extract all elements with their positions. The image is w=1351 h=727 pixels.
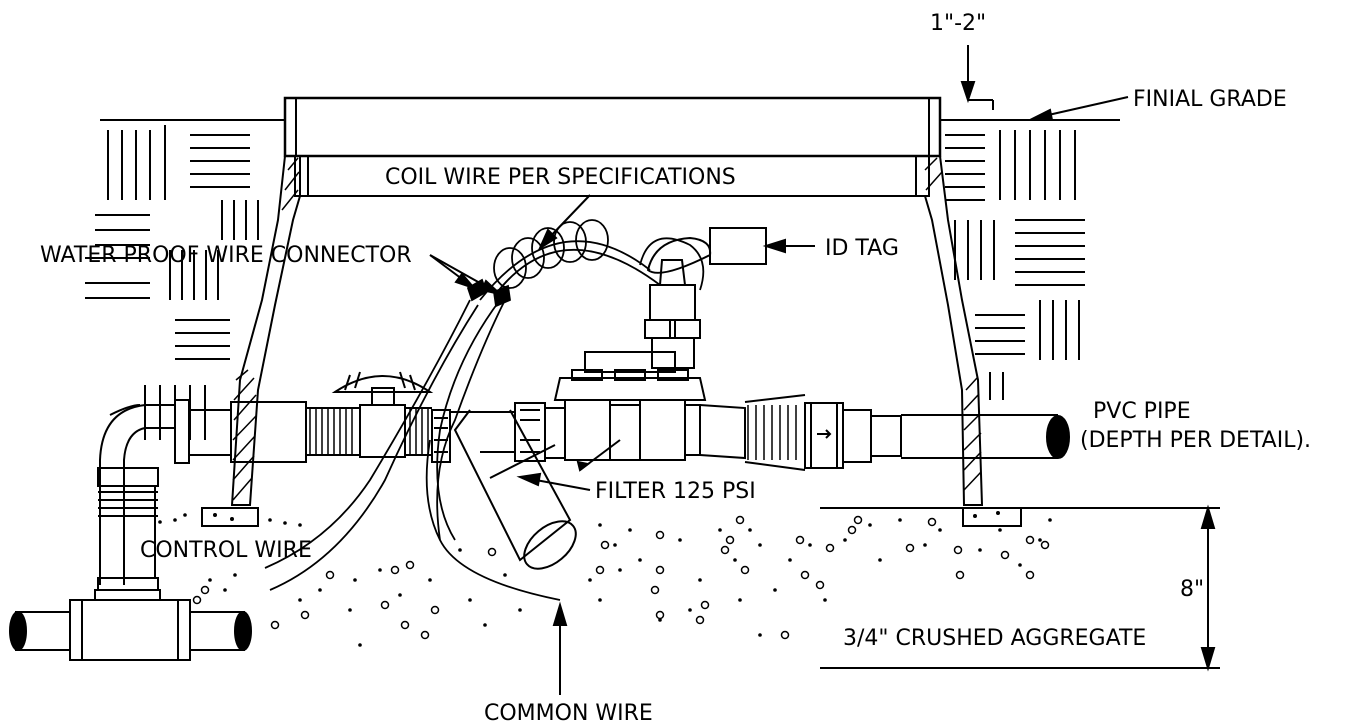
supply-manifold xyxy=(9,371,451,661)
label-pvc-pipe: PVC PIPE xyxy=(1093,399,1191,424)
aggregate-dimension xyxy=(820,504,1220,672)
grade-dimension xyxy=(960,45,994,110)
wall-hatch xyxy=(232,157,982,501)
label-common-wire: COMMON WIRE xyxy=(484,701,653,726)
support-bricks xyxy=(201,507,1022,527)
label-dimension: 1"-2" xyxy=(930,11,986,36)
id-tag xyxy=(646,227,767,274)
pvc-pipe xyxy=(901,414,1070,459)
label-filter: FILTER 125 PSI xyxy=(595,479,756,504)
label-aggregate: 3/4" CRUSHED AGGREGATE xyxy=(843,626,1146,651)
label-finish-grade: FINIAL GRADE xyxy=(1133,87,1287,112)
label-depth: 8" xyxy=(1180,577,1204,602)
label-coil-wire: COIL WIRE PER SPECIFICATIONS xyxy=(385,165,736,190)
soil-hatch-right xyxy=(940,119,1120,400)
soil-hatch-left xyxy=(85,119,285,440)
control-valve xyxy=(514,259,902,472)
aggregate-pebbles xyxy=(192,515,1050,640)
labels: 1"-2" FINIAL GRADE COIL WIRE PER SPECIFI… xyxy=(40,11,1311,726)
label-id-tag: ID TAG xyxy=(825,236,899,261)
label-control-wire: CONTROL WIRE xyxy=(140,538,312,563)
label-pvc-pipe-depth: (DEPTH PER DETAIL). xyxy=(1080,428,1311,453)
leaders xyxy=(429,96,1129,695)
wires xyxy=(264,219,705,601)
valve-box xyxy=(230,96,984,506)
label-connector: WATER PROOF WIRE CONNECTOR xyxy=(40,243,412,268)
